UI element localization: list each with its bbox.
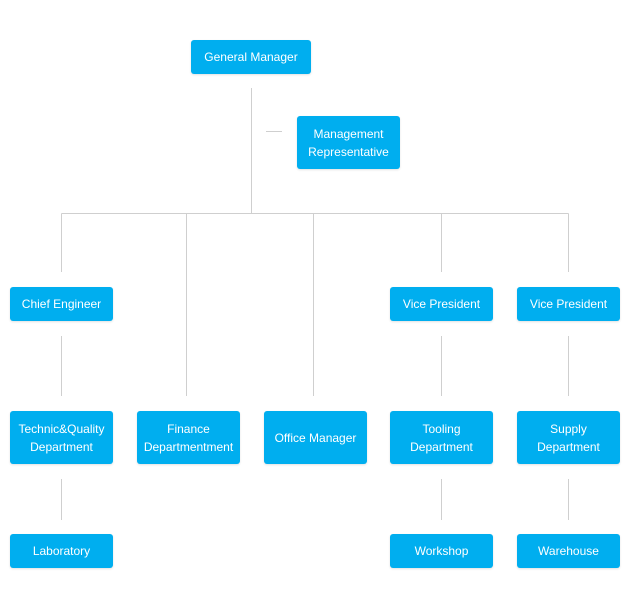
vice-president-supply-box[interactable]: Vice President [517,287,620,321]
office-manager-box[interactable]: Office Manager [264,411,367,464]
technic-quality-department-box[interactable]: Technic&Quality Department [10,411,113,464]
warehouse-box[interactable]: Warehouse [517,534,620,568]
tooling-department-box[interactable]: Tooling Department [390,411,493,464]
finance-department-box[interactable]: Finance Departmentment [137,411,240,464]
laboratory-box[interactable]: Laboratory [10,534,113,568]
general-manager-box[interactable]: General Manager [191,40,311,74]
supply-department-box[interactable]: Supply Department [517,411,620,464]
vice-president-tooling-box[interactable]: Vice President [390,287,493,321]
management-representative-box[interactable]: Management Representative [297,116,400,169]
chief-engineer-box[interactable]: Chief Engineer [10,287,113,321]
workshop-box[interactable]: Workshop [390,534,493,568]
